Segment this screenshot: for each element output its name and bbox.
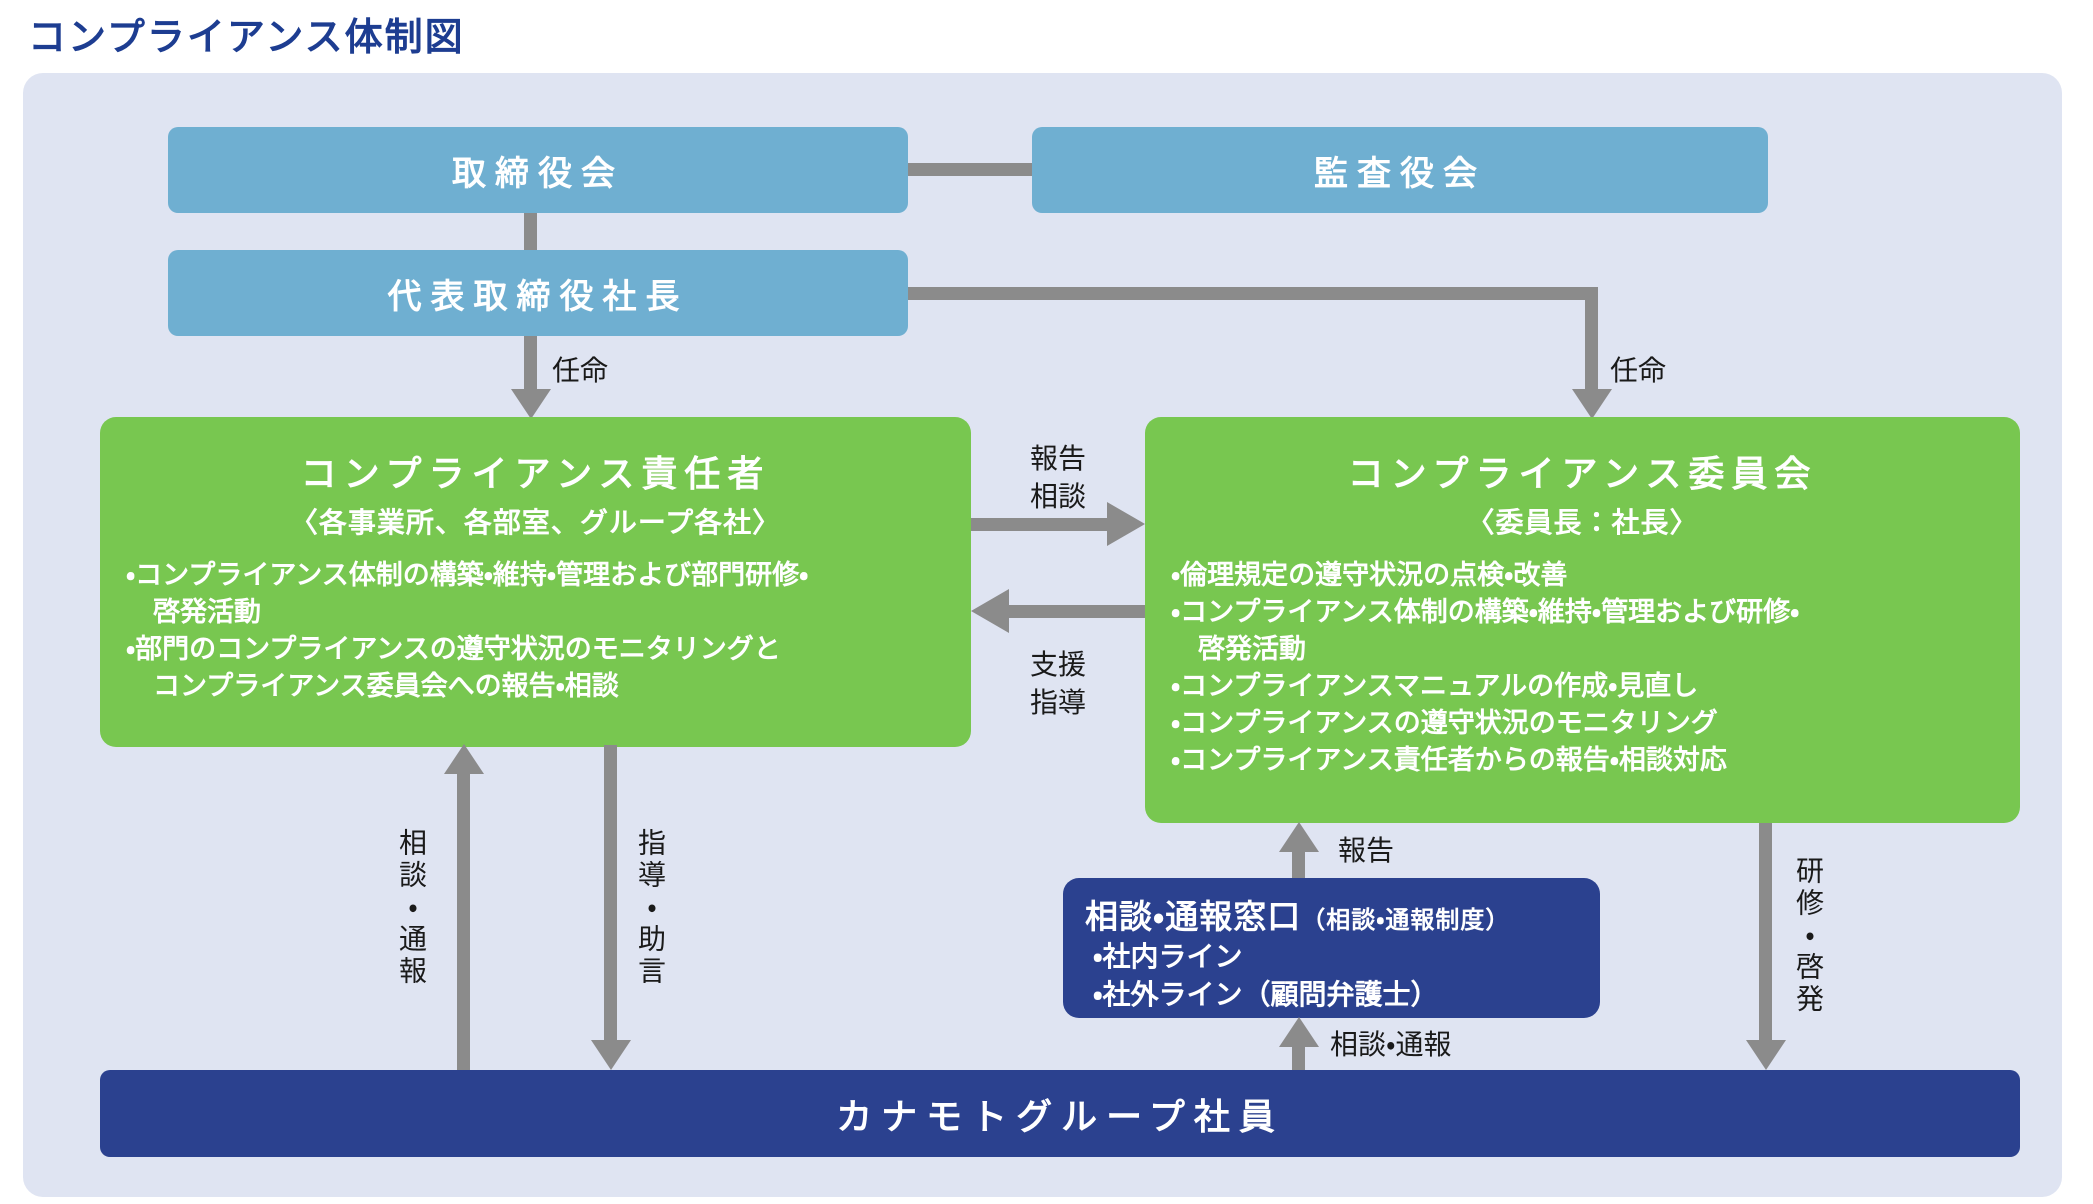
committee-bullet-line: ・コンプライアンス責任者からの報告・相談対応 xyxy=(1171,745,1727,775)
hotline-title-note: （相談・通報制度） xyxy=(1301,907,1511,934)
label-appoint-left: 任命 xyxy=(552,355,609,386)
label-appoint-right: 任命 xyxy=(1610,355,1667,386)
officer-bullet-line: ・コンプライアンス体制の構築・維持・管理および部門研修・ xyxy=(126,560,809,590)
committee-subtitle: 〈委員長：社長〉 xyxy=(1466,507,1699,538)
committee-bullet-line: ・コンプライアンスマニュアルの作成・見直し xyxy=(1171,671,1699,701)
connector-board-president xyxy=(524,213,537,250)
officer-title: コンプライアンス責任者 xyxy=(300,453,771,494)
node-president: 代表取締役社長 xyxy=(168,250,908,336)
officer-bullet-line: 啓発活動 xyxy=(153,597,261,627)
label-consult-report-left: 相談・通報 xyxy=(396,828,427,988)
arrow-report-consult-shaft xyxy=(971,518,1109,531)
arrow-consult-report-left-shaft xyxy=(457,772,470,1070)
committee-title: コンプライアンス委員会 xyxy=(1347,453,1818,494)
label-support-guide: 支援 指導 xyxy=(995,646,1121,722)
node-hotline: 相談・通報窓口（相談・通報制度） ・社内ライン ・社外ライン（顧問弁護士） xyxy=(1063,878,1600,1018)
page-title: コンプライアンス体制図 xyxy=(28,17,465,59)
hotline-title-main: 相談・通報窓口 xyxy=(1085,898,1302,935)
label-hotline-consult-report: 相談・通報 xyxy=(1330,1029,1452,1060)
label-consult: 相談 xyxy=(1029,481,1086,512)
officer-subtitle: 〈各事業所、各部室、グループ各社〉 xyxy=(289,507,782,538)
node-audit-label: 監査役会 xyxy=(1314,154,1486,193)
hotline-bullet: ・社内ライン xyxy=(1093,941,1243,972)
committee-bullets: ・倫理規定の遵守状況の点検・改善 ・コンプライアンス体制の構築・維持・管理および… xyxy=(1145,557,2020,779)
arrow-guide-advice-head-icon xyxy=(591,1040,631,1070)
arrow-hotline-consult-shaft xyxy=(1292,1045,1305,1070)
label-guide-advice: 指導・助言 xyxy=(635,828,666,988)
arrow-hotline-report-head-icon xyxy=(1279,822,1319,852)
node-board-label: 取締役会 xyxy=(452,154,624,193)
arrow-report-consult-head-icon xyxy=(1107,502,1145,546)
label-hotline-report: 報告 xyxy=(1338,835,1395,866)
arrow-appoint-right-hshaft xyxy=(908,287,1598,300)
arrow-hotline-report-shaft xyxy=(1292,850,1305,878)
committee-bullet-line: 啓発活動 xyxy=(1198,634,1306,664)
node-compliance-committee: コンプライアンス委員会 〈委員長：社長〉 ・倫理規定の遵守状況の点検・改善 ・コ… xyxy=(1145,417,2020,823)
arrow-appoint-right-vshaft xyxy=(1585,287,1598,389)
label-support: 支援 xyxy=(1029,649,1086,680)
arrow-support-guide-shaft xyxy=(1007,605,1145,618)
arrow-guide-advice-shaft xyxy=(604,745,617,1040)
hotline-title: 相談・通報窓口（相談・通報制度） xyxy=(1085,890,1600,938)
label-report: 報告 xyxy=(1029,443,1086,474)
arrow-training-shaft xyxy=(1759,823,1772,1040)
node-compliance-officer: コンプライアンス責任者 〈各事業所、各部室、グループ各社〉 ・コンプライアンス体… xyxy=(100,417,971,747)
arrow-appoint-left-shaft xyxy=(524,336,537,390)
employees-label: カナモトグループ社員 xyxy=(836,1095,1284,1137)
node-audit-board: 監査役会 xyxy=(1032,127,1768,213)
officer-bullet-line: コンプライアンス委員会への報告・相談 xyxy=(153,671,619,701)
connector-board-audit xyxy=(908,163,1032,176)
committee-bullet-line: ・コンプライアンスの遵守状況のモニタリング xyxy=(1171,708,1718,738)
label-report-consult: 報告 相談 xyxy=(995,440,1121,516)
arrow-consult-report-left-head-icon xyxy=(444,744,484,774)
committee-bullet-line: ・コンプライアンス体制の構築・維持・管理および研修・ xyxy=(1171,597,1800,627)
label-training: 研修・啓発 xyxy=(1793,856,1824,1016)
arrow-training-head-icon xyxy=(1746,1040,1786,1070)
node-employees: カナモトグループ社員 xyxy=(100,1070,2020,1157)
arrow-hotline-consult-head-icon xyxy=(1279,1017,1319,1047)
arrow-appoint-left-head-icon xyxy=(511,389,551,419)
officer-bullet-line: ・部門のコンプライアンスの遵守状況のモニタリングと xyxy=(126,634,781,664)
committee-bullet-line: ・倫理規定の遵守状況の点検・改善 xyxy=(1171,560,1568,590)
label-guide: 指導 xyxy=(1029,687,1086,718)
hotline-bullet: ・社外ライン（顧問弁護士） xyxy=(1093,979,1439,1010)
node-board-of-directors: 取締役会 xyxy=(168,127,908,213)
officer-bullets: ・コンプライアンス体制の構築・維持・管理および部門研修・ 啓発活動 ・部門のコン… xyxy=(100,557,971,705)
arrow-support-guide-head-icon xyxy=(971,589,1009,633)
arrow-appoint-right-head-icon xyxy=(1572,389,1612,419)
node-president-label: 代表取締役社長 xyxy=(387,277,689,316)
